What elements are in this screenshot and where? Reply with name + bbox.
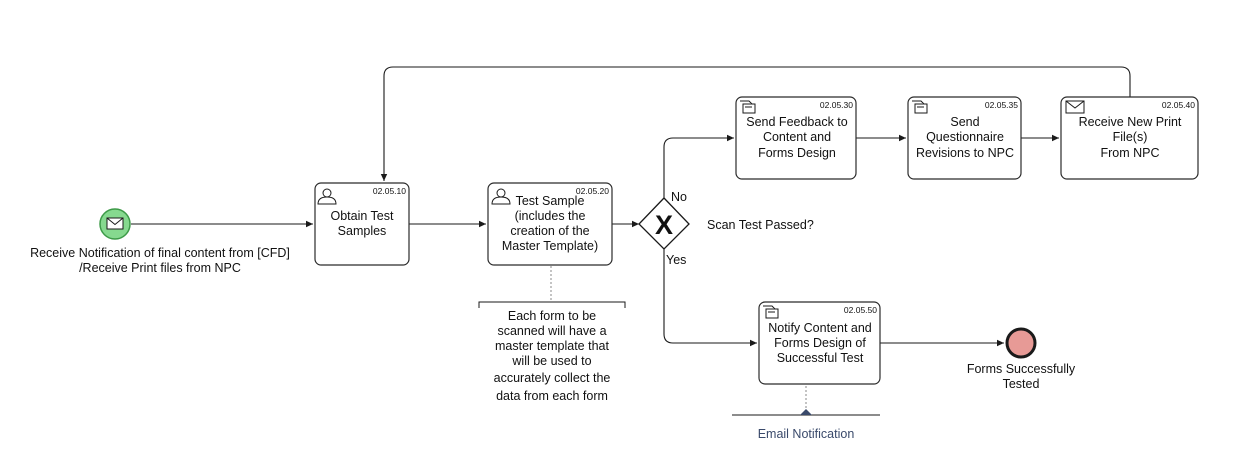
task-box [314, 182, 410, 266]
task-label-line: Forms Design of [774, 336, 866, 350]
flow-gateway-yes [663, 249, 757, 347]
task-box [1060, 96, 1199, 180]
data-output-label: Email Notification [758, 427, 855, 441]
send-icon [740, 100, 756, 114]
start-event[interactable]: Receive Notification of final content fr… [30, 208, 290, 275]
envelope-icon [106, 217, 124, 230]
flow-loop-back-to-obtain [380, 66, 1131, 181]
end-event-border [1005, 327, 1037, 359]
task-label-line: Receive New Print [1079, 115, 1182, 129]
end-event-label-line2: Tested [1003, 377, 1040, 391]
task-send-feedback[interactable]: 02.05.30 Send Feedback to Content and Fo… [735, 96, 857, 180]
start-event-border [99, 208, 131, 240]
task-receive-print-files[interactable]: 02.05.40 Receive New Print File(s) From … [1060, 96, 1199, 180]
task-obtain-test-samples[interactable]: 02.05.10 Obtain Test Samples [314, 182, 410, 266]
data-output-marker [800, 409, 812, 415]
annotation-line: master template that [495, 339, 609, 353]
flow-gateway-no [663, 134, 734, 199]
task-label-line: Content and [763, 130, 831, 144]
annotation-bracket [478, 301, 626, 308]
envelope-icon [1065, 100, 1085, 114]
annotation-line: scanned will have a [497, 324, 606, 338]
task-label-line: Revisions to NPC [916, 146, 1014, 160]
gateway-diamond [638, 197, 690, 250]
task-box [758, 301, 881, 385]
send-icon [912, 100, 928, 114]
user-icon [317, 188, 337, 205]
task-label-line: creation of the [510, 224, 589, 238]
task-label-line: Samples [338, 224, 387, 238]
task-label-line: From NPC [1100, 146, 1159, 160]
task-label-line: Obtain Test [330, 209, 394, 223]
task-send-questionnaire[interactable]: 02.05.35 Send Questionnaire Revisions to… [907, 96, 1022, 180]
exclusive-gateway[interactable]: X Scan Test Passed? No Yes [638, 190, 814, 267]
task-box [907, 96, 1022, 180]
task-code: 02.05.20 [576, 186, 609, 196]
annotation-line: Each form to be [508, 309, 596, 323]
end-event[interactable]: Forms Successfully Tested [967, 327, 1076, 391]
task-label-line: Send Feedback to [746, 115, 848, 129]
task-label-line: Forms Design [758, 146, 836, 160]
annotation-line: will be used to [511, 354, 591, 368]
sequence-flows [131, 66, 1131, 347]
gateway-question-label: Scan Test Passed? [707, 218, 814, 232]
task-label-line: Test Sample [516, 194, 585, 208]
annotation-line: accurately collect the [494, 371, 611, 385]
start-event-label-line1: Receive Notification of final content fr… [30, 246, 290, 260]
end-event-circle [1007, 329, 1035, 357]
task-label-line: Send [950, 115, 979, 129]
task-label-line: Successful Test [777, 351, 864, 365]
task-label-line: Master Template) [502, 239, 598, 253]
gateway-x-symbol: X [655, 210, 673, 240]
annotation-line: data from each form [496, 389, 608, 403]
text-annotation: Each form to be scanned will have a mast… [478, 266, 626, 403]
task-code: 02.05.10 [373, 186, 406, 196]
gateway-yes-label: Yes [666, 253, 686, 267]
send-icon [763, 305, 779, 319]
task-notify-successful-test[interactable]: 02.05.50 Notify Content and Forms Design… [758, 301, 881, 385]
task-label-line: Notify Content and [768, 321, 872, 335]
task-box [487, 182, 613, 266]
gateway-no-label: No [671, 190, 687, 204]
task-label-line: (includes the [515, 209, 586, 223]
task-label-line: File(s) [1113, 130, 1148, 144]
task-test-sample[interactable]: 02.05.20 Test Sample (includes the creat… [487, 182, 613, 266]
task-box [735, 96, 857, 180]
task-label-line: Questionnaire [926, 130, 1004, 144]
task-code: 02.05.40 [1162, 100, 1195, 110]
user-icon [491, 188, 511, 205]
task-code: 02.05.30 [820, 100, 853, 110]
task-code: 02.05.35 [985, 100, 1018, 110]
task-code: 02.05.50 [844, 305, 877, 315]
data-output-email-notification[interactable]: Email Notification [732, 386, 880, 441]
end-event-label-line1: Forms Successfully [967, 362, 1076, 376]
start-event-label-line2: /Receive Print files from NPC [79, 261, 241, 275]
